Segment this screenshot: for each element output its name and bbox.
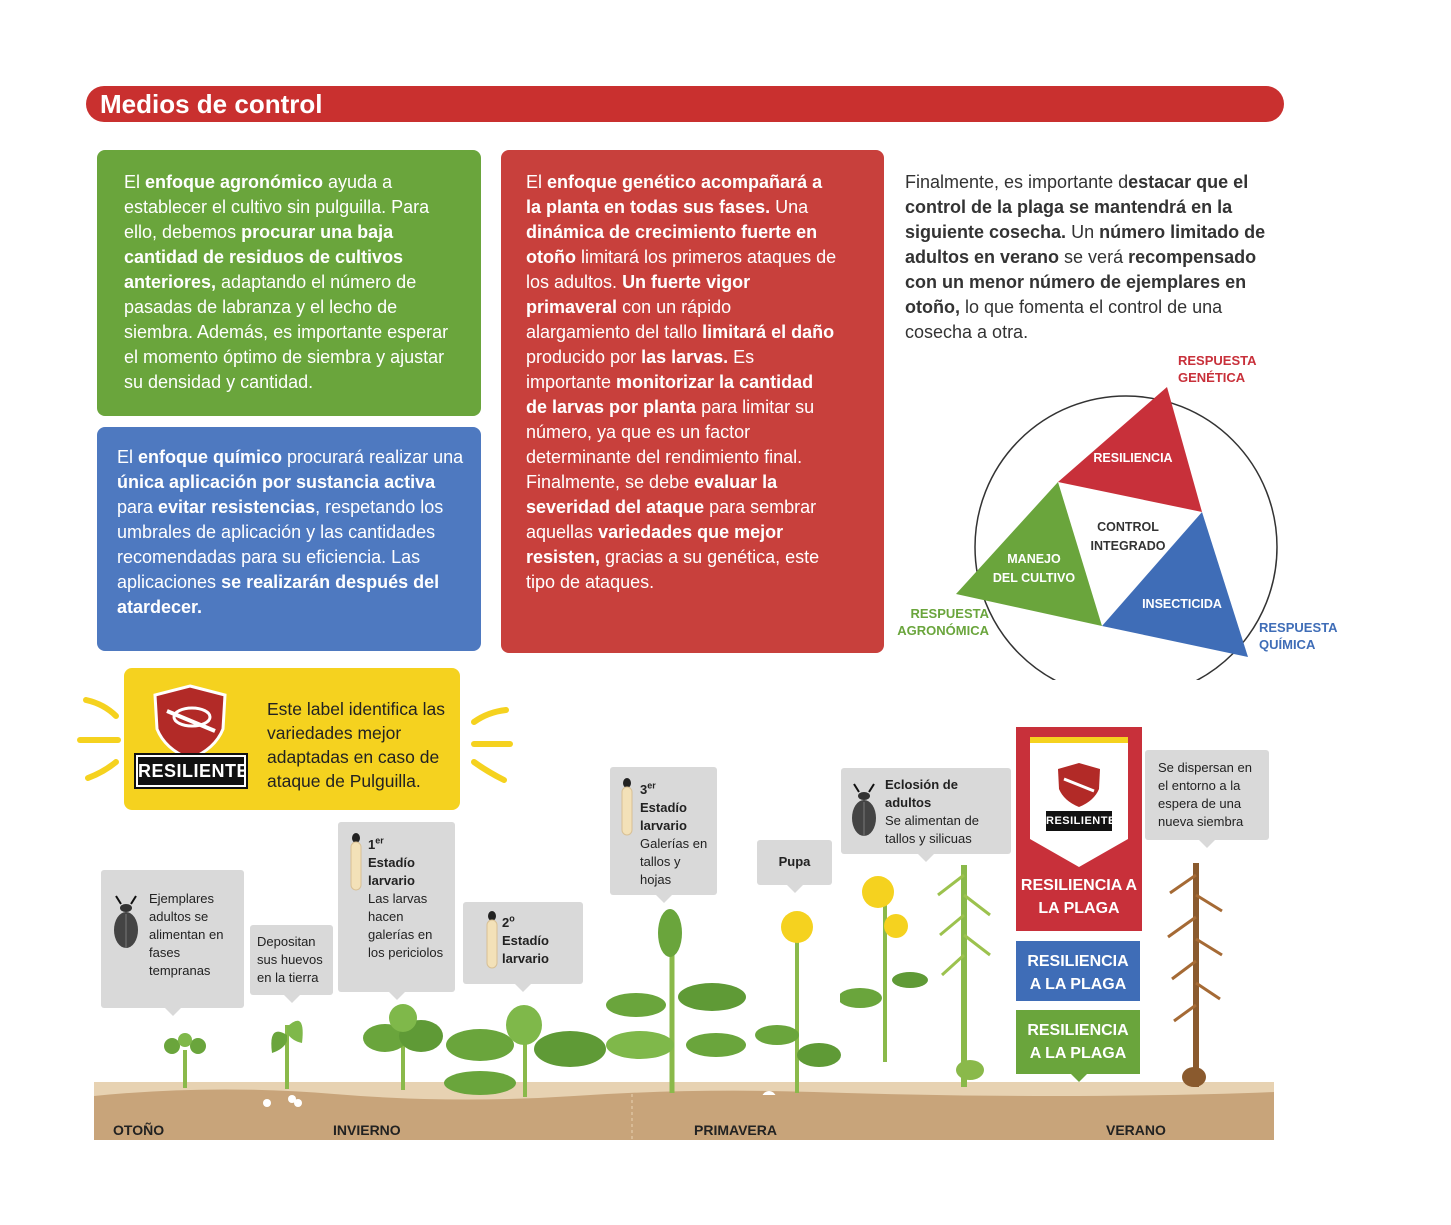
callout-adults-feeding: Ejemplares adultos se alimentan en fases… <box>101 870 244 1016</box>
genetic-response-label: RESPUESTA GENÉTICA <box>1178 353 1257 385</box>
insecticida-label: INSECTICIDA <box>1142 597 1222 611</box>
chemical-response-label: RESPUESTA QUÍMICA <box>1259 620 1338 652</box>
leafy-plant-icon <box>444 1005 606 1097</box>
callout-title: Estadío larvario <box>502 933 549 967</box>
resilience-pointer <box>1071 1074 1087 1082</box>
callout-eggs: Depositan sus huevos en la tierra <box>250 925 333 1003</box>
dry-plant-icon <box>1167 863 1223 1087</box>
flowering-plant-icon <box>755 911 841 1095</box>
agronomic-triangle <box>956 482 1102 626</box>
callout-text: Depositan sus huevos en la tierra <box>257 934 323 985</box>
sparkle-right-icon <box>471 707 513 783</box>
manejo-label-1: MANEJO <box>1007 552 1061 566</box>
larva-icon <box>350 833 362 891</box>
resilience-blue-text: RESILIENCIA A LA PLAGA <box>1027 953 1129 993</box>
callout-title: Estadío larvario <box>368 855 415 889</box>
tall-flowering-plant-icon <box>840 876 928 1062</box>
resilient-badge-small: RESILIENTE <box>1046 815 1116 827</box>
season-winter: INVIERNO <box>333 1122 401 1138</box>
callout-text: Se dispersan en el entorno a la espera d… <box>1158 760 1252 829</box>
larva-icon <box>486 911 498 969</box>
podding-plant-icon <box>937 865 991 1087</box>
resilience-red-text: RESILIENCIA A LA PLAGA <box>1020 877 1138 917</box>
beetle-icon <box>852 783 876 836</box>
ground-strip <box>94 1082 1274 1140</box>
resilience-green-panel <box>1016 1010 1140 1074</box>
genetic-text: El enfoque genético acompañará a la plan… <box>526 172 837 592</box>
integrated-control-diagram: RESILIENCIA MANEJO DEL CULTIVO INSECTICI… <box>956 387 1278 680</box>
resilience-blue-panel <box>1016 941 1140 1001</box>
resilient-shield-icon <box>153 684 227 761</box>
center-label-2: INTEGRADO <box>1091 539 1166 553</box>
agronomic-response-label: RESPUESTA AGRONÓMICA <box>897 606 989 638</box>
chemical-text: El enfoque químico procurará realizar un… <box>117 447 464 617</box>
sparkle-left-icon <box>77 697 121 781</box>
section-header: Medios de control <box>86 86 1284 122</box>
resilience-green-text: RESILIENCIA A LA PLAGA <box>1027 1022 1129 1062</box>
genetic-triangle <box>1058 387 1202 512</box>
callout-adult-emergence: Eclosión de adultos Se alimentan de tall… <box>841 768 1011 862</box>
callout-dispersal: Se dispersan en el entorno a la espera d… <box>1145 750 1269 848</box>
callout-title: Estadío larvario <box>640 800 687 834</box>
callout-pupa: Pupa <box>757 840 832 893</box>
agronomic-card: El enfoque agronómico ayuda a establecer… <box>97 150 481 416</box>
summary-paragraph: Finalmente, es importante destacar que e… <box>905 172 1266 342</box>
season-autumn: OTOÑO <box>113 1122 165 1138</box>
genetic-card: El enfoque genético acompañará a la plan… <box>501 150 884 653</box>
chemical-card: El enfoque químico procurará realizar un… <box>97 427 481 651</box>
callout-text: Galerías en tallos y hojas <box>640 836 708 888</box>
season-summer: VERANO <box>1106 1122 1166 1138</box>
callout-title: Eclosión de adultos <box>885 777 958 810</box>
resiliencia-label: RESILIENCIA <box>1093 451 1172 465</box>
manejo-label-2: DEL CULTIVO <box>993 571 1075 585</box>
callout-text: Las larvas hacen galerías en los pericio… <box>368 891 444 961</box>
young-plant-icon <box>263 1020 303 1107</box>
section-title: Medios de control <box>100 89 323 119</box>
seedling-icon <box>164 1033 206 1088</box>
label-info-text: Este label identifica las variedades mej… <box>267 699 446 791</box>
rosette-plant-icon <box>363 1004 443 1090</box>
chemical-triangle <box>1102 512 1248 657</box>
resilient-badge: RESILIENTE <box>134 753 249 789</box>
callout-text: Ejemplares adultos se alimentan en fases… <box>149 891 224 978</box>
beetle-icon <box>114 895 138 948</box>
season-spring: PRIMAVERA <box>694 1122 777 1138</box>
callout-text: Pupa <box>778 854 811 869</box>
larva-icon <box>621 778 633 836</box>
center-label-1: CONTROL <box>1097 520 1159 534</box>
agronomic-text: El enfoque agronómico ayuda a establecer… <box>124 172 449 392</box>
callout-text: Se alimentan de tallos y silicuas <box>885 813 979 846</box>
outer-circle <box>974 395 1278 680</box>
elongating-plant-icon <box>606 909 746 1093</box>
resilience-red-panel <box>1016 727 1142 931</box>
